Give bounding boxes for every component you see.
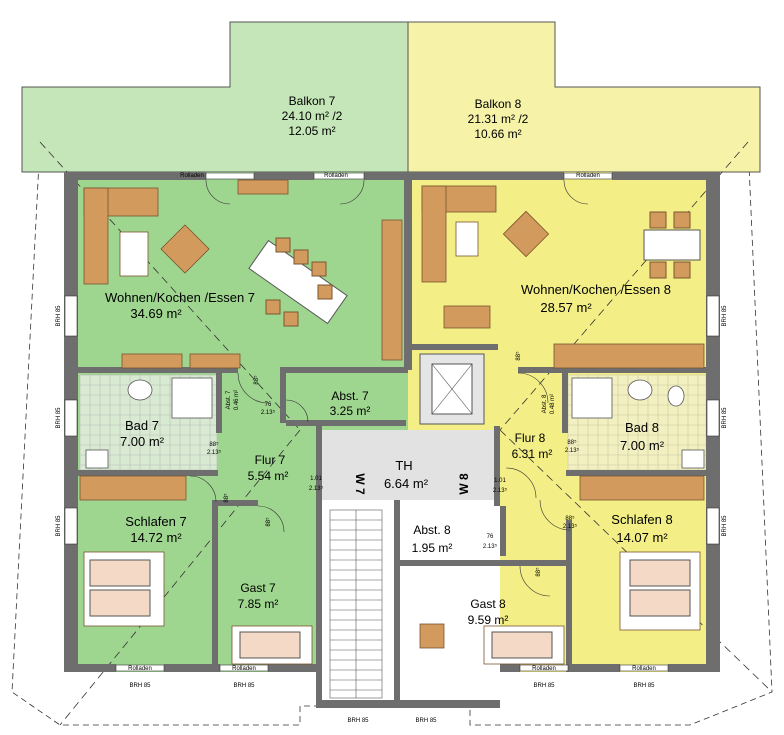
bad7-name: Bad 7 (125, 418, 159, 433)
brh-5: BRH 85 (533, 683, 555, 689)
wohnen7-name: Wohnen/Kochen /Essen 7 (105, 290, 255, 305)
dim-101-b: 1.01 (494, 478, 506, 484)
abst7-area: 3.25 m² (330, 404, 371, 418)
dim-213-d: 2.13⁵ (493, 487, 508, 494)
w7-label: W 7 (353, 473, 367, 495)
flur8-area: 6.31 m² (512, 447, 553, 461)
th-tiles (320, 430, 500, 500)
abst7-name: Abst. 7 (331, 389, 369, 403)
balkon8-half: 10.66 m² (474, 127, 521, 141)
dim-885-g: 88⁵ (265, 517, 272, 527)
gast7-area: 7.85 m² (238, 597, 279, 611)
dim-885-f: 88⁵ (223, 493, 230, 503)
bath-fixtures (85, 377, 705, 469)
rolladen-3: Rolladen (576, 173, 600, 179)
dim-76-b: 76 (487, 534, 494, 540)
brh-9: BRH 85 (56, 515, 62, 537)
dim-885-e: 88⁵ (515, 351, 522, 361)
wohnen8-area: 28.57 m² (540, 300, 592, 315)
brh-2: BRH 85 (233, 683, 255, 689)
door-swings (189, 179, 589, 597)
wohnen8-name: Wohnen/Kochen /Essen 8 (521, 282, 671, 297)
w8-label: W 8 (457, 473, 471, 495)
rolladen-1: Rolladen (180, 173, 204, 179)
dim-885-c: 88⁵ (565, 515, 575, 522)
abst7-small-area: 0.46 m² (234, 390, 240, 410)
dim-885-b: 88⁵ (567, 439, 577, 446)
schlafen7-area: 14.72 m² (130, 530, 182, 545)
th-area: 6.64 m² (384, 476, 429, 491)
abst7-small: Abst. 7 (226, 390, 232, 409)
brh-4: BRH 85 (415, 718, 437, 724)
dim-213-e: 2.13⁵ (565, 447, 580, 454)
brh-10: BRH 85 (722, 305, 728, 327)
dim-213-g: 2.13⁵ (563, 523, 578, 530)
rolladen-6: Rolladen (532, 666, 556, 672)
bad8-area: 7.00 m² (620, 438, 665, 453)
brh-8: BRH 85 (56, 407, 62, 429)
balkon-8 (407, 21, 761, 173)
flur7-area: 5.54 m² (248, 469, 289, 483)
schlafen7-name: Schlafen 7 (125, 514, 186, 529)
dim-885-a: 88⁵ (209, 441, 219, 448)
schlafen8-name: Schlafen 8 (611, 512, 672, 527)
roof-outline (11, 24, 773, 726)
balkon8-area: 21.31 m² /2 (468, 112, 529, 126)
brh-3: BRH 85 (347, 718, 369, 724)
dim-885-d: 88⁵ (253, 375, 260, 385)
balkon7-name: Balkon 7 (289, 94, 336, 108)
dining-table-8 (643, 211, 701, 279)
dim-101-a: 1.01 (310, 476, 322, 482)
rolladen-7: Rolladen (632, 666, 656, 672)
brh-6: BRH 85 (633, 683, 655, 689)
gast8-name: Gast 8 (470, 597, 506, 611)
dim-213-f: 2.13⁵ (483, 543, 498, 550)
windows (64, 172, 720, 672)
dim-76-a: 76 (265, 402, 272, 408)
flur8-name: Flur 8 (515, 431, 546, 445)
abst8-small: Abst. 8 (542, 394, 548, 413)
rolladen-2: Rolladen (324, 173, 348, 179)
flur7-name: Flur 7 (255, 453, 286, 467)
balkon7-half: 12.05 m² (288, 124, 335, 138)
staircase (329, 509, 383, 699)
brh-1: BRH 85 (129, 683, 151, 689)
wohnen7-area: 34.69 m² (130, 306, 182, 321)
brh-12: BRH 85 (722, 515, 728, 537)
brh-7: BRH 85 (56, 305, 62, 327)
abst8-small-area: 0.48 m² (550, 394, 556, 414)
gast7-name: Gast 7 (240, 581, 276, 595)
elevator-shaft (419, 353, 485, 425)
bad7-area: 7.00 m² (120, 434, 165, 449)
dining-table-7 (248, 237, 348, 327)
abst8-name: Abst. 8 (413, 523, 451, 537)
rolladen-5: Rolladen (232, 666, 256, 672)
beds (89, 559, 691, 659)
dim-213-c: 2.13⁵ (309, 485, 324, 492)
balkon8-name: Balkon 8 (475, 97, 522, 111)
th-name: TH (395, 458, 412, 473)
dim-213-b: 2.13⁵ (207, 449, 222, 456)
brh-11: BRH 85 (722, 407, 728, 429)
balkon7-area: 24.10 m² /2 (282, 109, 343, 123)
dim-885-h: 88⁵ (535, 567, 542, 577)
gast8-area: 9.59 m² (468, 613, 509, 627)
schlafen8-area: 14.07 m² (616, 530, 668, 545)
dim-213-a: 2.13⁵ (261, 409, 276, 416)
rolladen-4: Rolladen (128, 666, 152, 672)
balkon-7 (21, 21, 409, 173)
bad8-name: Bad 8 (625, 420, 659, 435)
abst8-area: 1.95 m² (412, 541, 453, 555)
